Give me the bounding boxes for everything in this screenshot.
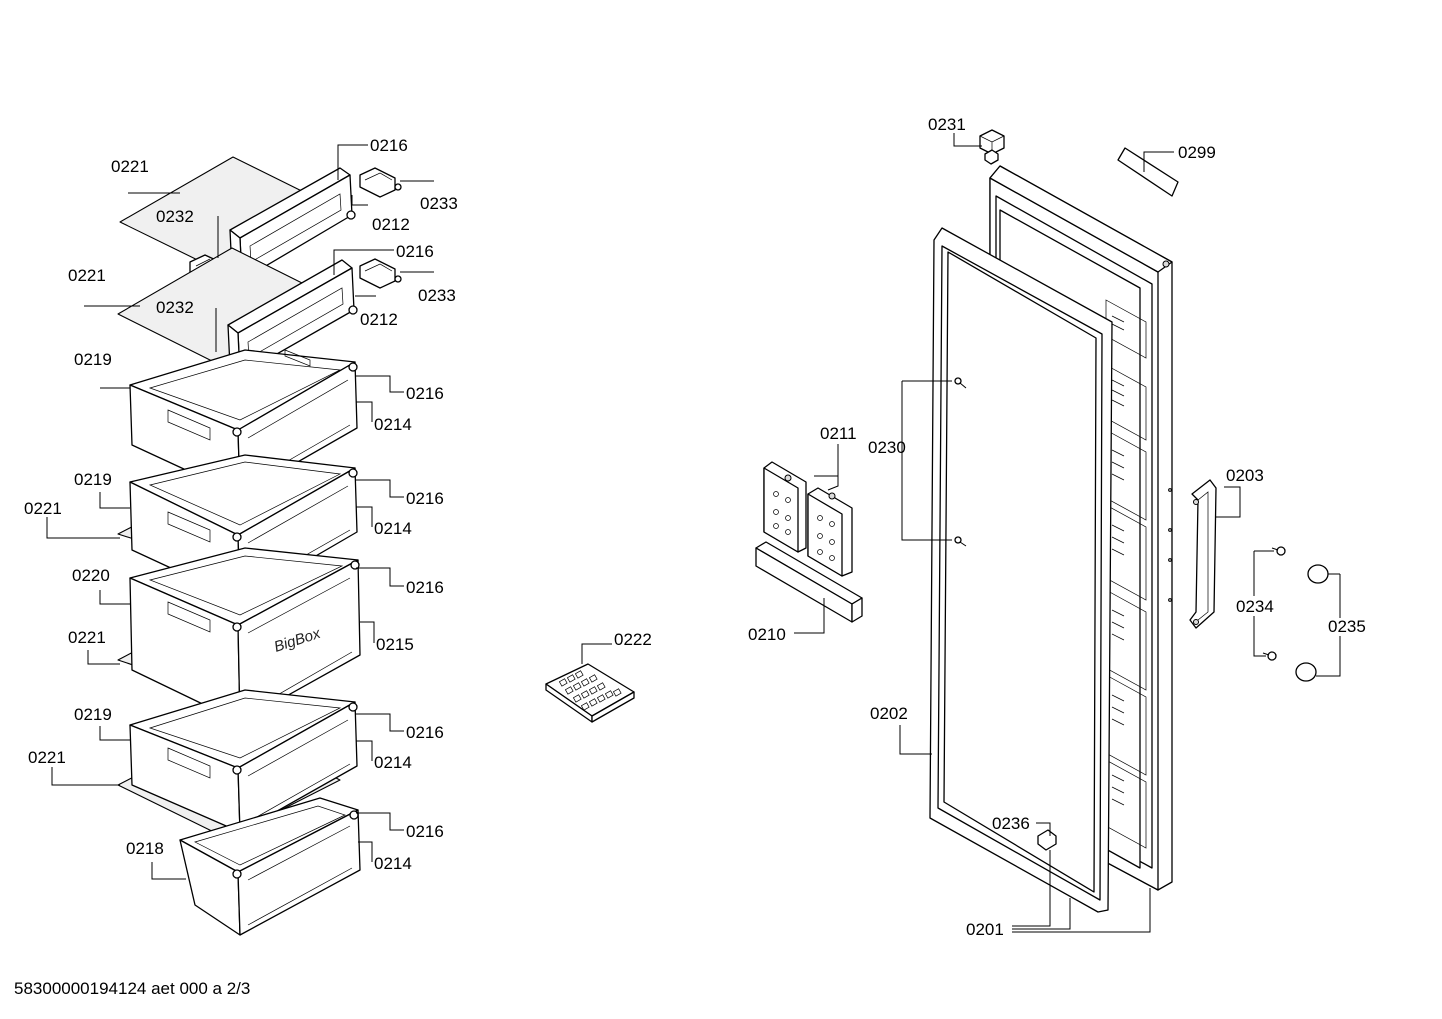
callout-0201: 0201 (966, 920, 1004, 939)
callout-0216: 0216 (406, 723, 444, 742)
clip-0236 (1037, 829, 1057, 851)
callout-0236: 0236 (992, 814, 1030, 833)
right-leader-lines (794, 133, 1341, 933)
callout-0216: 0216 (396, 242, 434, 261)
ice-pack-left (763, 461, 807, 553)
callout-0216: 0216 (406, 489, 444, 508)
document-reference: 58300000194124 aet 000 a 2/3 (14, 979, 251, 998)
callout-0202: 0202 (870, 704, 908, 723)
callout-0231: 0231 (928, 115, 966, 134)
hinge-0233-second (359, 258, 402, 289)
callout-0216: 0216 (406, 384, 444, 403)
cap-0235-lower (1295, 662, 1317, 682)
callout-labels: 0216 0221 0233 0232 0212 0216 0221 0233 … (24, 115, 1366, 939)
callout-0214: 0214 (374, 415, 412, 434)
callout-0232: 0232 (156, 298, 194, 317)
callout-0210: 0210 (748, 625, 786, 644)
callout-0212: 0212 (360, 310, 398, 329)
callout-0216: 0216 (406, 822, 444, 841)
callout-0221: 0221 (111, 157, 149, 176)
callout-0233: 0233 (418, 286, 456, 305)
ice-pack-right (807, 487, 853, 577)
callout-0203: 0203 (1226, 466, 1264, 485)
door-handle (1189, 479, 1217, 629)
label-0299 (1117, 147, 1179, 197)
drawer-bigbox: BigBox (129, 547, 361, 723)
callout-0221: 0221 (28, 748, 66, 767)
callout-0215: 0215 (376, 635, 414, 654)
cap-0231 (979, 129, 1005, 165)
strip-0210 (755, 541, 863, 623)
callout-0219: 0219 (74, 705, 112, 724)
callout-0216: 0216 (406, 578, 444, 597)
callout-0220: 0220 (72, 566, 110, 585)
callout-0212: 0212 (372, 215, 410, 234)
cap-0235-upper (1307, 564, 1329, 584)
callout-0221: 0221 (68, 266, 106, 285)
callout-0214: 0214 (374, 854, 412, 873)
ice-cube-tray (545, 643, 635, 723)
callout-0221: 0221 (24, 499, 62, 518)
callout-0221: 0221 (68, 628, 106, 647)
callout-0222: 0222 (614, 630, 652, 649)
callout-0235: 0235 (1328, 617, 1366, 636)
drawer-3 (129, 689, 358, 833)
callout-0233: 0233 (420, 194, 458, 213)
callout-0219: 0219 (74, 350, 112, 369)
screw-0230-lower (954, 536, 967, 547)
callout-0232: 0232 (156, 207, 194, 226)
callout-0299: 0299 (1178, 143, 1216, 162)
door-gasket (929, 227, 1113, 913)
callout-0211: 0211 (820, 424, 857, 443)
screw-0234-lower (1262, 651, 1277, 661)
flap-top (229, 167, 356, 285)
callout-0219: 0219 (74, 470, 112, 489)
screw-0230-upper (954, 377, 967, 389)
hinge-0233-top (359, 167, 402, 198)
screw-0234-upper (1271, 546, 1286, 556)
callout-0218: 0218 (126, 839, 164, 858)
callout-0214: 0214 (374, 519, 412, 538)
callout-0230: 0230 (868, 438, 906, 457)
callout-0234: 0234 (1236, 597, 1274, 616)
callout-0216: 0216 (370, 136, 408, 155)
left-leader-lines (46, 144, 434, 880)
callout-0214: 0214 (374, 753, 412, 772)
